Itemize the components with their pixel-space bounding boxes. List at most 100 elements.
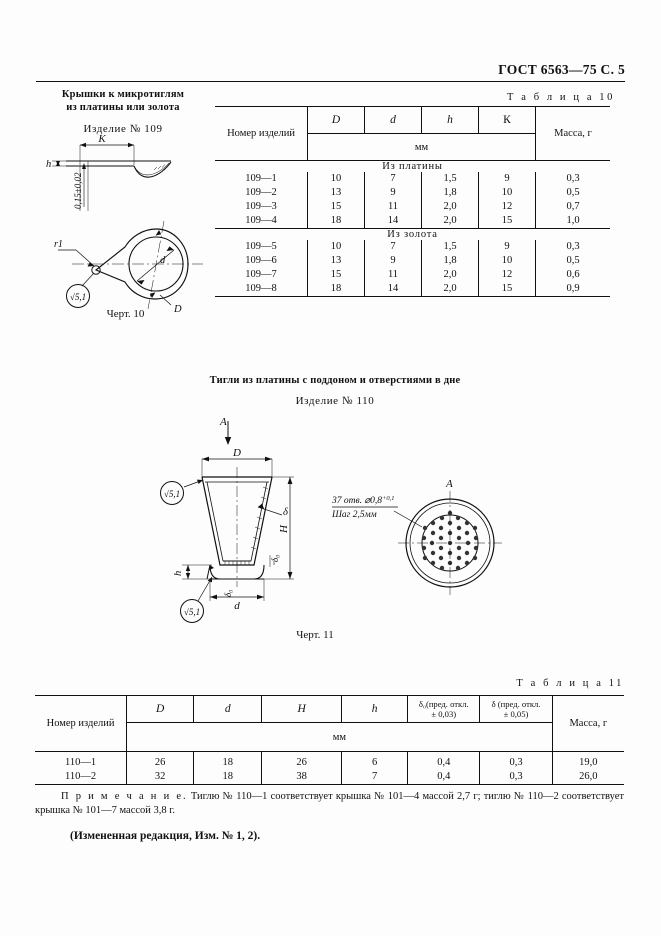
cell-number: 109—6 — [215, 254, 308, 268]
lid-technical-drawing: К h 0,15±0,02 r1 √5,1 d D — [46, 133, 203, 313]
table-row-unit: мм — [35, 722, 624, 752]
cell-d: 7 — [364, 240, 422, 254]
cell-K: 15 — [478, 214, 536, 229]
col-header-d: d — [364, 106, 422, 134]
cell-h: 1,8 — [421, 186, 479, 200]
cell-K: 12 — [478, 268, 536, 282]
cell-K: 10 — [478, 186, 536, 200]
table-row-header: Номер изделий D d h К Масса, г — [215, 106, 610, 161]
cell-K: 10 — [478, 254, 536, 268]
group-label-gold: Из золота — [215, 228, 610, 240]
cell-D: 18 — [330, 215, 342, 226]
col-header-D: D — [307, 106, 365, 134]
cell-mass: 19,0 — [552, 751, 624, 770]
cell-number: 110—1 — [35, 751, 128, 770]
cell-number: 110—2 — [35, 770, 128, 785]
table-row: 109—8 18 14 2,0 15 0,9 — [215, 282, 610, 297]
figure-10-drawing: К h 0,15±0,02 r1 √5,1 d D — [38, 133, 213, 313]
cell-mass: 0,7 — [566, 201, 580, 212]
page-title: ГОСТ 6563—75 С. 5 — [498, 62, 625, 77]
section2-title: Тигли из платины с поддоном и отверстиям… — [209, 375, 461, 386]
table-row-unit: мм — [215, 133, 610, 161]
cell-mass: 0,5 — [566, 187, 580, 198]
table-row: 109—2 13 9 1,8 10 0,5 — [215, 186, 610, 200]
cell-mass: 0,9 — [535, 282, 610, 297]
label-holes-line2: Шаг 2,5мм — [331, 510, 377, 520]
note-lead: П р и м е ч а н и е. — [61, 791, 188, 802]
cell-delta: 0,3 — [479, 770, 553, 785]
label-delta-zero-bottom: δ₀ — [223, 590, 233, 597]
cell-K: 15 — [478, 282, 536, 297]
cell-H: 38 — [261, 770, 342, 785]
cell-d: 9 — [364, 254, 422, 268]
col-header-number: Номер изделий — [35, 695, 128, 752]
crucible-technical-drawing: A D H h d δ δ₀ δ₀ √5,1 √5,1 37 отв. ⌀0,8… — [160, 416, 502, 623]
col-header-K: К — [478, 106, 536, 134]
roughness-symbol: √5,1 — [70, 292, 86, 302]
col-header-d: d — [193, 695, 262, 723]
cell-D: 26 — [126, 751, 194, 770]
table-row: 110—1 26 18 26 6 0,4 0,3 19,0 — [35, 751, 624, 770]
label-thickness: 0,15±0,02 — [73, 172, 83, 209]
note-paragraph: П р и м е ч а н и е. Тиглю № 110—1 соотв… — [35, 790, 624, 818]
table-row-group: Из золота — [215, 228, 610, 240]
table-row-group: Из платины — [215, 160, 610, 172]
cell-number: 109—4 — [215, 214, 308, 229]
table-10-label: Т а б л и ц а 10 — [506, 92, 615, 103]
label-delta: δ — [283, 507, 289, 518]
col-header-h: h — [421, 106, 479, 134]
section1-title-line2: из платины или золота — [66, 102, 180, 113]
col-header-mass: Масса, г — [535, 106, 610, 161]
cell-d: 18 — [193, 751, 262, 770]
cell-delta-zero: 0,4 — [407, 751, 480, 770]
cell-h: 2,0 — [421, 282, 479, 297]
label-d-bottom: d — [234, 600, 240, 612]
unit-cell: мм — [126, 722, 553, 752]
cell-h: 2,0 — [421, 268, 479, 282]
section2-product: Изделие № 110 — [295, 395, 375, 407]
table-11: Номер изделий D d H h δ₀(пред. откл. ± 0… — [35, 695, 624, 785]
cell-number: 109—2 — [215, 186, 308, 200]
table-10: Номер изделий D d h К Масса, г — [215, 106, 610, 297]
header-divider — [36, 81, 625, 82]
col-header-delta: δ (пред. откл. ± 0,05) — [479, 695, 553, 723]
cell-h: 1,5 — [421, 172, 479, 186]
figure-10-caption: Черт. 10 — [106, 308, 145, 320]
cell-mass: 0,5 — [566, 255, 580, 266]
page-header: ГОСТ 6563—75 С. 5 — [36, 62, 625, 82]
section2-caption: Тигли из платины с поддоном и отверстиям… — [100, 374, 570, 407]
cell-d: 7 — [364, 172, 422, 186]
table-row: 110—2 32 18 38 7 0,4 0,3 26,0 — [35, 770, 624, 785]
cell-d: 14 — [364, 282, 422, 297]
cell-h: 2,0 — [421, 214, 479, 229]
label-r1: r1 — [54, 239, 63, 250]
label-holes-line1: 37 отв. ⌀0,8+0,1 — [331, 495, 394, 506]
label-delta-zero-right: δ₀ — [270, 555, 280, 562]
cell-mass: 26,0 — [552, 770, 624, 785]
label-h: h — [46, 159, 51, 170]
cell-number: 109—1 — [215, 172, 308, 186]
cell-d: 9 — [364, 186, 422, 200]
cell-D: 13 — [330, 187, 342, 198]
col-header-H: H — [261, 695, 342, 723]
cell-K: 12 — [478, 200, 536, 214]
cell-mass: 1,0 — [566, 215, 580, 226]
cell-D: 15 — [330, 269, 342, 280]
cell-delta-zero: 0,4 — [407, 770, 480, 785]
label-d-inner: d — [160, 255, 166, 266]
label-k: К — [97, 133, 106, 145]
group-label-platinum: Из платины — [215, 160, 610, 172]
cell-d: 18 — [193, 770, 262, 785]
cell-d: 11 — [364, 200, 422, 214]
section1-product: Изделие № 109 — [83, 123, 163, 135]
cell-D: 13 — [330, 255, 342, 266]
cell-mass: 0,3 — [566, 173, 580, 184]
cell-D: 18 — [307, 282, 365, 297]
cell-K: 9 — [478, 172, 536, 186]
roughness-symbol-bottom: √5,1 — [184, 607, 200, 617]
table-row: 109—3 15 11 2,0 12 0,7 — [215, 200, 610, 214]
col-header-delta-zero: δ₀(пред. откл. ± 0,03) — [407, 695, 480, 723]
label-section-arrow-a: A — [219, 416, 227, 428]
cell-h: 2,0 — [421, 200, 479, 214]
table-row-header: Номер изделий D d H h δ₀(пред. откл. ± 0… — [35, 695, 624, 752]
